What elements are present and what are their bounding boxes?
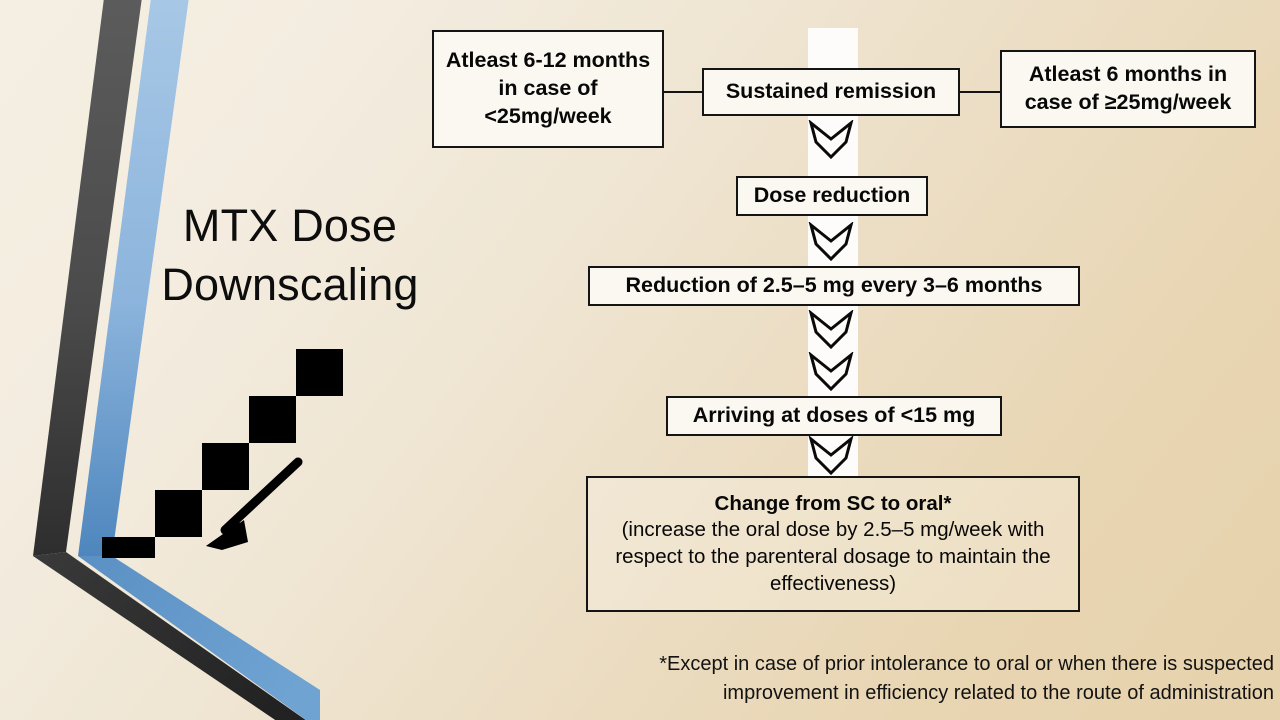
- connector-center-to-right: [958, 91, 1002, 93]
- box-arriving-at-dose[interactable]: Arriving at doses of <15 mg: [666, 396, 1002, 436]
- slide-title-line2: Downscaling: [161, 259, 419, 311]
- staircase-shape: [102, 349, 343, 558]
- chevron-down-icon-5: [808, 436, 854, 476]
- box-dose-reduction[interactable]: Dose reduction: [736, 176, 928, 216]
- chevron-down-icon-2: [808, 222, 854, 262]
- box-reduction-schedule[interactable]: Reduction of 2.5–5 mg every 3–6 months: [588, 266, 1080, 306]
- connector-left-to-center: [664, 91, 704, 93]
- chevron-down-icon-3: [808, 310, 854, 350]
- down-left-arrow-icon: [206, 457, 303, 550]
- box-change-route-lead: Change from SC to oral*: [714, 491, 952, 515]
- descending-staircase-icon: [102, 349, 343, 558]
- box-right-condition[interactable]: Atleast 6 months in case of ≥25mg/week: [1000, 50, 1256, 128]
- box-change-route[interactable]: Change from SC to oral* (increase the or…: [586, 476, 1080, 612]
- slide-title-line1: MTX Dose: [182, 200, 398, 251]
- footnote-text: *Except in case of prior intolerance to …: [659, 653, 1274, 704]
- box-left-condition[interactable]: Atleast 6-12 months in case of <25mg/wee…: [432, 30, 664, 148]
- chevron-down-icon-1: [808, 120, 854, 160]
- chevron-down-icon-4: [808, 352, 854, 392]
- slide-title: MTX Dose Downscaling: [120, 196, 460, 315]
- box-change-route-detail: (increase the oral dose by 2.5–5 mg/week…: [615, 518, 1051, 595]
- box-sustained-remission[interactable]: Sustained remission: [702, 68, 960, 116]
